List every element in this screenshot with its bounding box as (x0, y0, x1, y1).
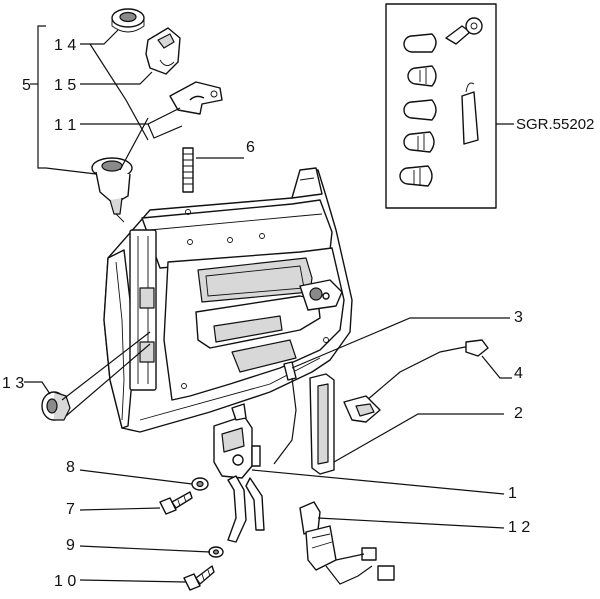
door-shell (103, 167, 353, 433)
actuator-part (299, 501, 395, 585)
fasteners (159, 477, 224, 591)
callout-12: 1 2 (508, 519, 530, 536)
stud-part (182, 147, 194, 193)
plug-part (41, 391, 71, 421)
leader-lines (24, 25, 514, 583)
lock-kit-box (385, 3, 497, 209)
callout-1: 1 (508, 485, 517, 502)
callout-2: 2 (514, 405, 523, 422)
callout-6: 6 (246, 139, 255, 156)
callout-8: 8 (66, 459, 75, 476)
callout-4: 4 (514, 365, 523, 382)
callout-13: 1 3 (2, 375, 24, 392)
callout-11: 1 1 (54, 117, 76, 134)
callout-5: 5 (22, 77, 31, 94)
callout-10: 1 0 (54, 573, 76, 590)
lock-cylinder-parts (91, 8, 223, 223)
callout-7: 7 (66, 501, 75, 518)
kit-box-label: SGR.55202 (516, 116, 594, 133)
channel-part (309, 373, 335, 475)
callout-14: 1 4 (54, 37, 76, 54)
cable-part (343, 339, 489, 423)
callout-labels: 1 4 1 5 5 1 1 6 3 4 2 1 3 8 1 7 1 2 9 1 … (2, 37, 594, 590)
callout-15: 1 5 (54, 77, 76, 94)
callout-3: 3 (514, 309, 523, 326)
callout-9: 9 (66, 537, 75, 554)
latch-part (213, 403, 265, 543)
rod-part (273, 361, 297, 465)
